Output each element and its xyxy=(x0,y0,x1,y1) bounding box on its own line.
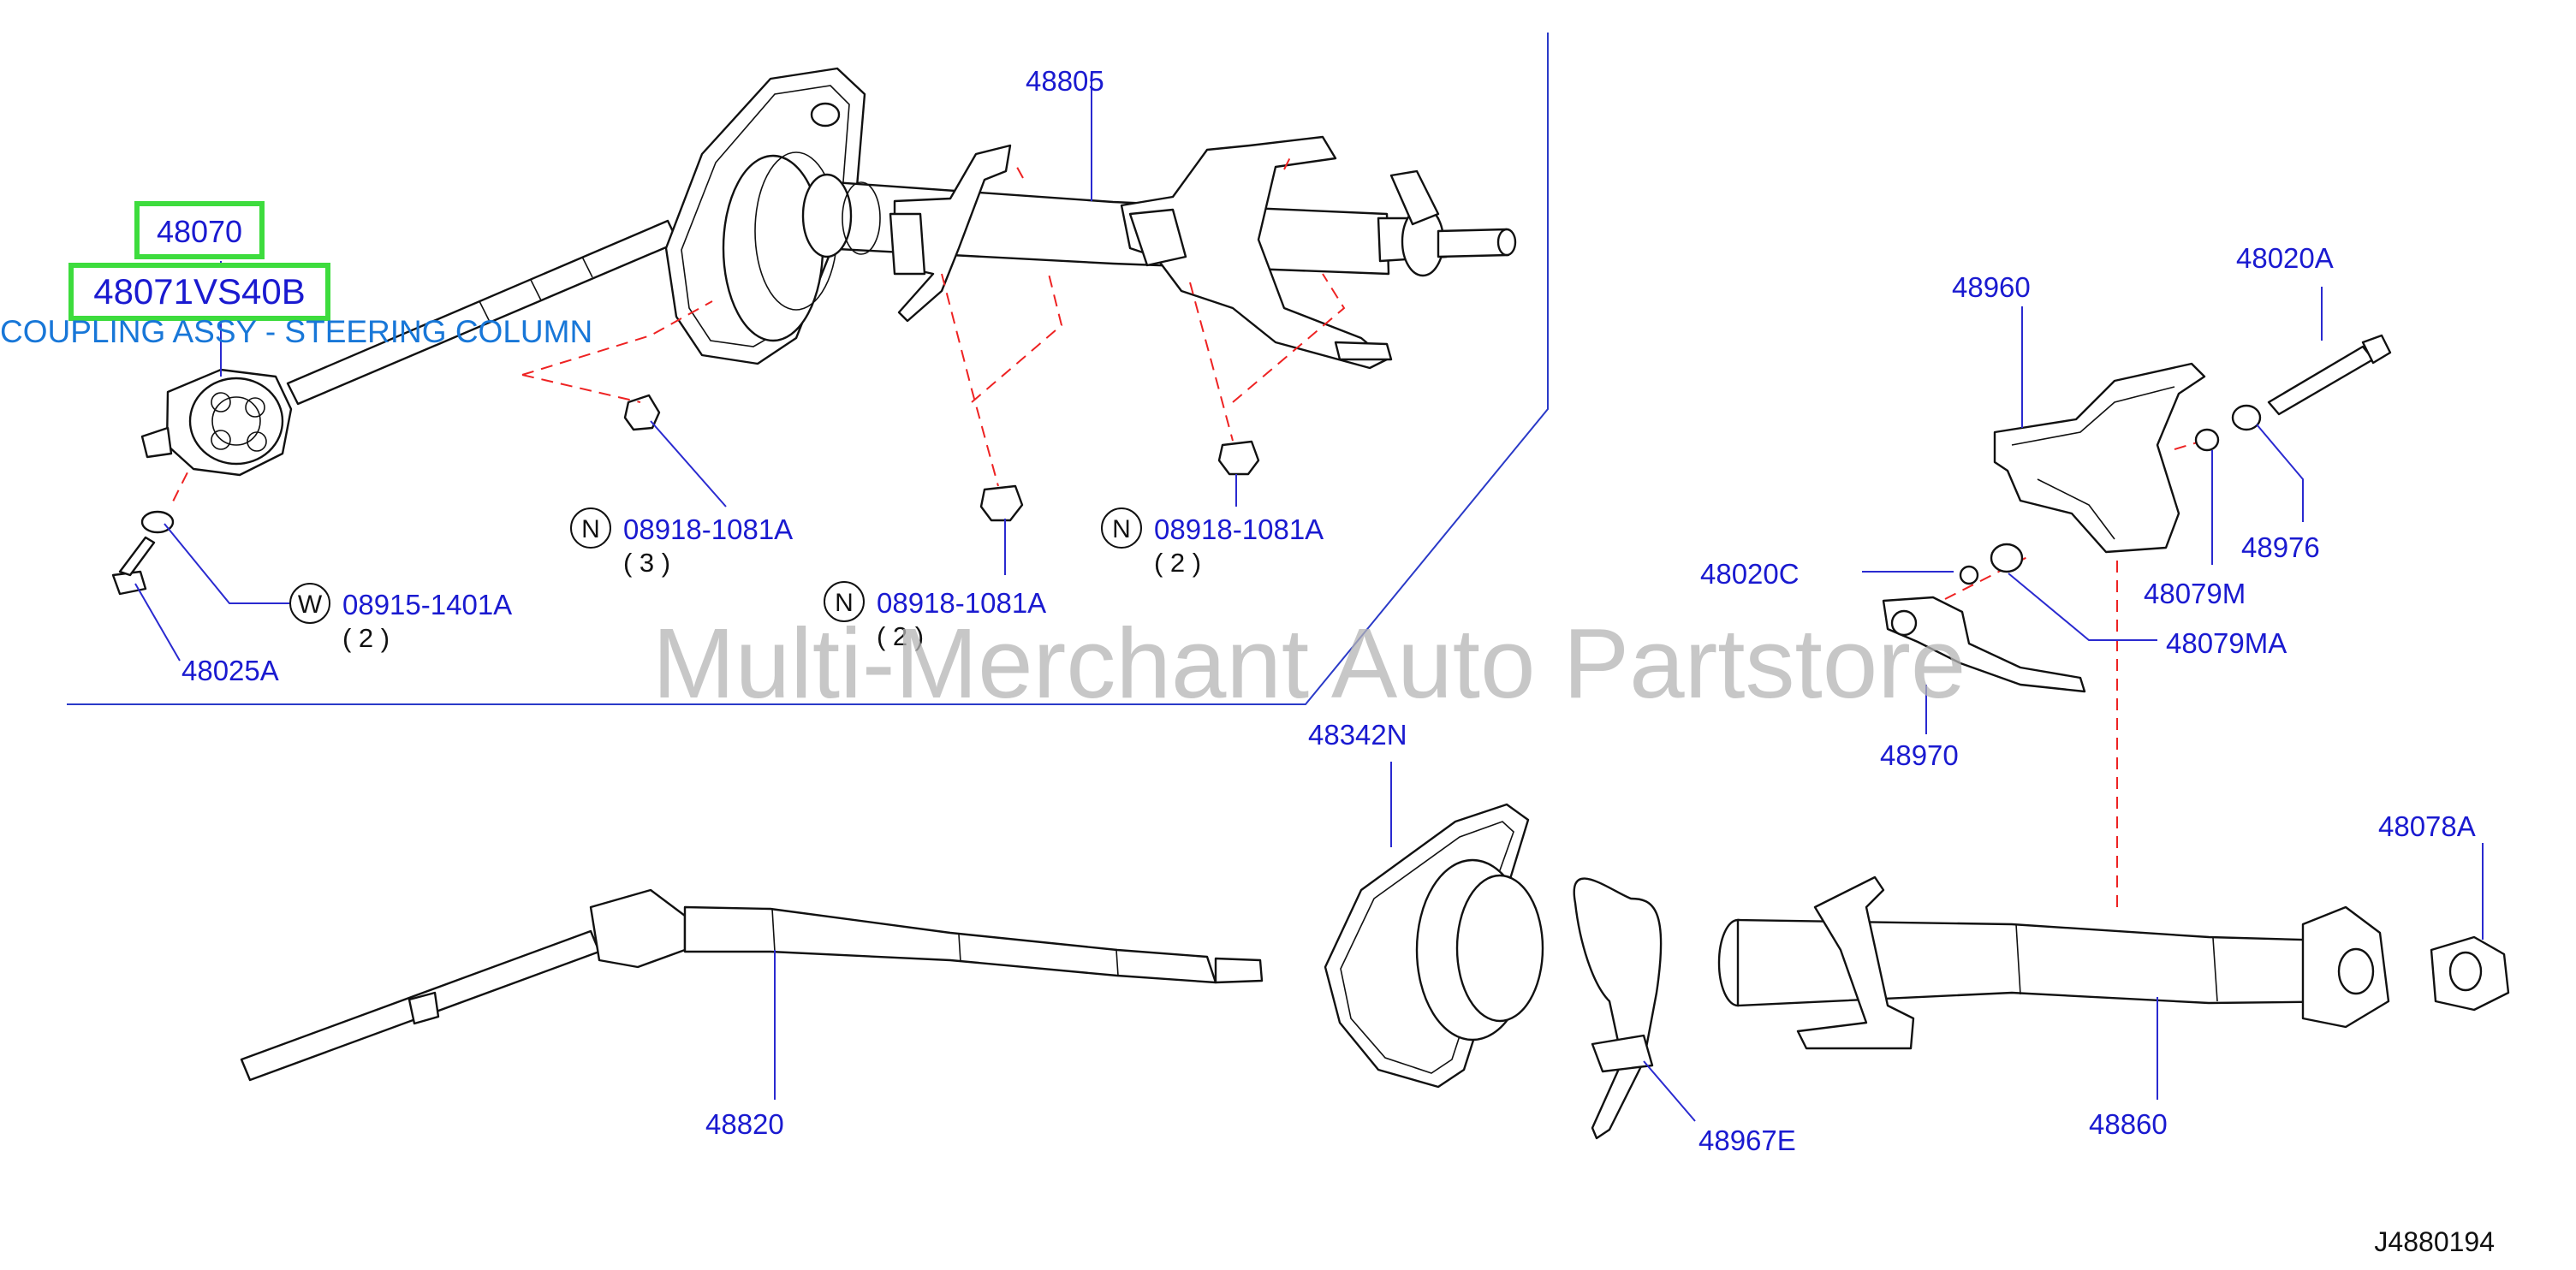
callout-labels: 48805 48025A 48960 48020A 48976 48079M 4… xyxy=(181,65,2476,1156)
fastener-part-number[interactable]: 08918-1081A xyxy=(1154,513,1324,545)
lower-assembly-drawing xyxy=(240,803,2510,1140)
callout-48079m[interactable]: 48079M xyxy=(2144,578,2246,609)
diagram-reference-code: J4880194 xyxy=(2374,1226,2495,1257)
callout-48342n[interactable]: 48342N xyxy=(1308,719,1407,751)
fastener-part-number[interactable]: 08918-1081A xyxy=(877,587,1046,619)
callout-48805[interactable]: 48805 xyxy=(1026,65,1104,97)
fastener-symbol-letter: W xyxy=(298,590,323,619)
watermark-text: Multi-Merchant Auto Partstore xyxy=(652,608,1966,719)
callout-48025a[interactable]: 48025A xyxy=(181,655,279,686)
fastener-part-number[interactable]: 08915-1401A xyxy=(342,589,512,620)
callout-48020a[interactable]: 48020A xyxy=(2236,242,2334,274)
coupling-assy-drawing xyxy=(111,368,293,596)
highlighted-part-number[interactable]: 48070 xyxy=(157,214,242,249)
callout-48079ma[interactable]: 48079MA xyxy=(2166,627,2287,659)
callout-48970[interactable]: 48970 xyxy=(1880,739,1959,771)
fastener-symbol-n-3 xyxy=(1101,507,1142,549)
fastener-quantity: ( 2 ) xyxy=(877,621,924,651)
fastener-quantity: ( 2 ) xyxy=(1154,548,1201,578)
fastener-labels: 08918-1081A ( 3 ) 08918-1081A ( 2 ) 0891… xyxy=(342,513,1324,653)
fastener-quantity: ( 3 ) xyxy=(623,548,670,578)
callout-48820[interactable]: 48820 xyxy=(705,1108,784,1140)
fastener-symbol-w xyxy=(289,583,330,624)
highlighted-oem-number[interactable]: 48071VS40B xyxy=(93,271,306,312)
callout-48078a[interactable]: 48078A xyxy=(2378,810,2476,842)
subassembly-frame xyxy=(67,33,1549,705)
highlighted-part-description: COUPLING ASSY - STEERING COLUMN xyxy=(0,314,592,349)
highlight-box-part-number xyxy=(134,201,265,259)
fastener-symbols: N N N W xyxy=(289,507,1142,624)
column-bracket-drawing xyxy=(1882,334,2392,693)
callout-48020c[interactable]: 48020C xyxy=(1700,558,1800,590)
fastener-symbol-letter: N xyxy=(1112,515,1131,543)
callout-48976[interactable]: 48976 xyxy=(2241,531,2320,563)
fastener-symbol-letter: N xyxy=(835,589,854,617)
highlighted-part-callout[interactable]: 48070 48071VS40B COUPLING ASSY - STEERIN… xyxy=(0,201,592,349)
highlight-box-oem-number xyxy=(68,263,330,321)
fastener-symbol-letter: N xyxy=(581,515,600,543)
callout-48967e[interactable]: 48967E xyxy=(1698,1125,1796,1156)
fastener-symbol-n-1 xyxy=(570,507,611,549)
upper-column-assembly-drawing xyxy=(286,67,1517,522)
callout-48860[interactable]: 48860 xyxy=(2089,1108,2168,1140)
fastener-quantity: ( 2 ) xyxy=(342,623,390,653)
fastener-symbol-n-2 xyxy=(824,581,865,622)
fastener-part-number[interactable]: 08918-1081A xyxy=(623,513,793,545)
callout-48960[interactable]: 48960 xyxy=(1952,271,2031,303)
